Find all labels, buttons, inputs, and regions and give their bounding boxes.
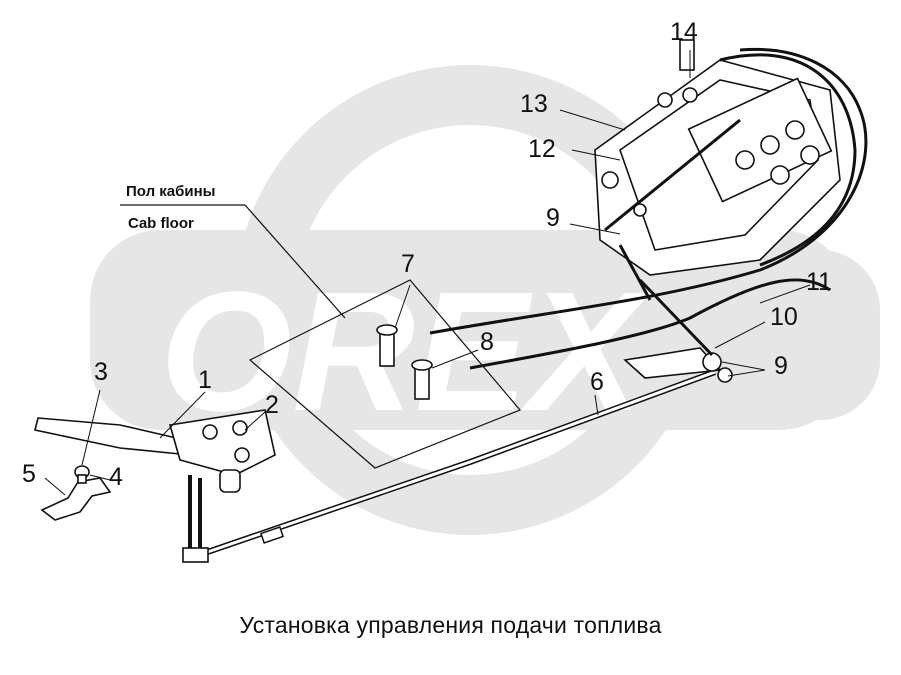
callout-3: 3	[94, 358, 108, 386]
throttle-rod	[189, 369, 717, 561]
callout-8: 8	[480, 328, 494, 356]
callout-10: 10	[770, 303, 798, 331]
control-cables	[429, 47, 868, 370]
callout-14: 14	[670, 18, 698, 46]
floor-pins	[376, 324, 433, 400]
fuel-pump-assembly	[594, 39, 841, 301]
callout-5: 5	[22, 460, 36, 488]
cab-floor-plane	[120, 204, 521, 469]
callout-4: 4	[109, 463, 123, 491]
callout-7: 7	[401, 250, 415, 278]
callout-13: 13	[520, 90, 548, 118]
lower-lever	[623, 278, 733, 383]
callout-2: 2	[265, 391, 279, 419]
callout-9-upper: 9	[546, 204, 560, 232]
callout-9-lower: 9	[774, 352, 788, 380]
pedal-stop-bracket	[40, 465, 112, 521]
diagram-caption: Установка управления подачи топлива	[239, 612, 662, 638]
cab-floor-label-ru: Пол кабины	[126, 183, 216, 200]
callout-11: 11	[806, 268, 832, 296]
callout-6: 6	[590, 368, 604, 396]
callout-1: 1	[198, 366, 212, 394]
cab-floor-label-en: Cab floor	[128, 215, 194, 232]
callout-12: 12	[528, 135, 556, 163]
leader-lines	[44, 50, 811, 496]
